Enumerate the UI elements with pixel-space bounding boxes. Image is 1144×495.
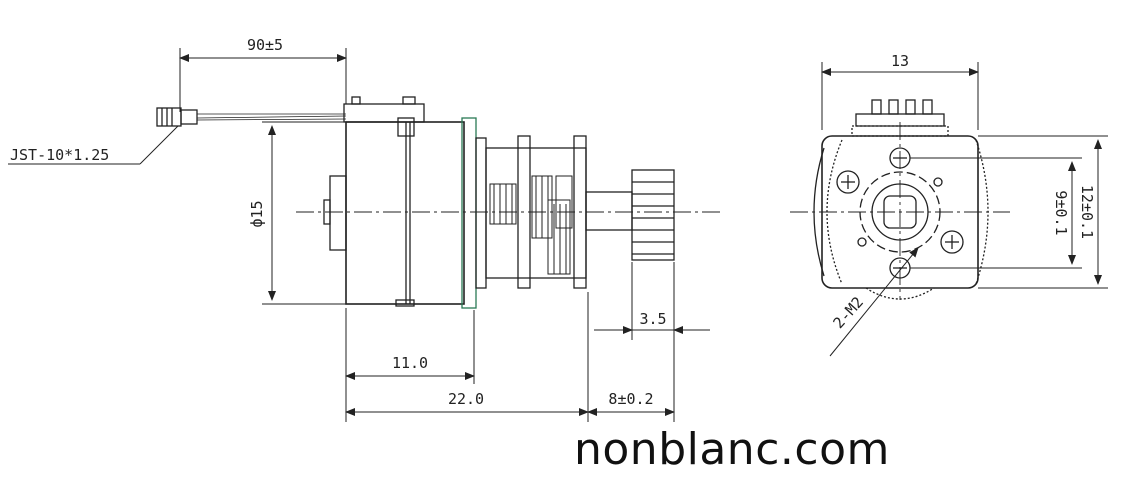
output-pinion xyxy=(631,169,675,261)
screw-left xyxy=(836,170,860,194)
dim-lead-length: 90±5 xyxy=(247,36,283,54)
wire-connector xyxy=(156,107,347,127)
motor-body xyxy=(345,121,465,305)
front-view xyxy=(790,99,1010,300)
dim-height: 12±0.1 xyxy=(1078,185,1096,239)
dim-total-len: 22.0 xyxy=(448,390,484,408)
dim-body-len: 11.0 xyxy=(392,354,428,372)
dim-thread: 2-M2 xyxy=(830,293,868,332)
dim-connector: JST-10*1.25 xyxy=(10,146,109,164)
front-gear xyxy=(859,171,941,253)
front-dimensions xyxy=(821,62,1108,357)
dim-gear-len: 8±0.2 xyxy=(608,390,653,408)
dim-shaft-ext: 3.5 xyxy=(639,310,666,328)
screw-right xyxy=(940,230,964,254)
dim-diameter: ф15 xyxy=(248,200,266,227)
watermark: nonblanc.com xyxy=(574,424,890,475)
side-view xyxy=(156,96,720,309)
dim-mount-spacing: 9±0.1 xyxy=(1052,190,1070,235)
dim-width: 13 xyxy=(891,52,909,70)
side-dimensions xyxy=(8,48,710,422)
